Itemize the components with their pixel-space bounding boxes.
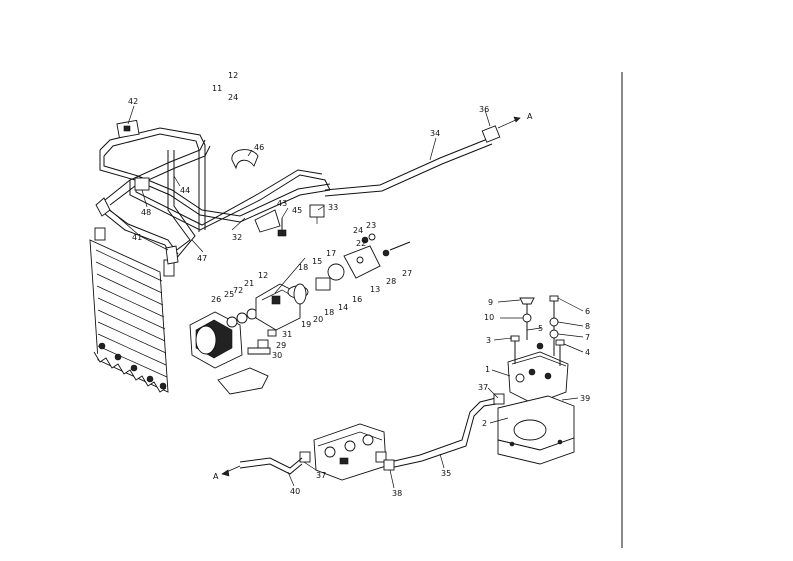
bolt-part — [277, 218, 287, 237]
label-30: 30 — [272, 351, 282, 360]
label-22: 22 — [356, 239, 366, 248]
label-3: 3 — [486, 336, 491, 345]
label-5: 5 — [538, 324, 543, 333]
label-48: 48 — [141, 208, 151, 217]
pipe-bundle — [99, 116, 521, 261]
label-2: 2 — [482, 419, 487, 428]
radiator-icon — [89, 227, 175, 393]
label-39: 39 — [580, 394, 590, 403]
label-13: 13 — [370, 285, 380, 294]
label-12b: 12 — [258, 271, 268, 280]
label-7: 7 — [585, 333, 590, 342]
label-27: 27 — [402, 269, 412, 278]
label-31: 31 — [282, 330, 292, 339]
label-29: 29 — [276, 341, 286, 350]
label-17: 17 — [326, 249, 336, 258]
hose-35 — [389, 397, 497, 463]
spring-part — [247, 347, 271, 355]
leader-lines — [109, 105, 584, 489]
clip-part — [231, 149, 259, 170]
label-35: 35 — [441, 469, 451, 478]
hose-40 — [239, 463, 303, 475]
elbow-fitting — [95, 197, 111, 217]
fitting-part — [383, 459, 395, 471]
seal-part — [267, 329, 277, 337]
label-36: 36 — [479, 105, 489, 114]
label-8: 8 — [585, 322, 590, 331]
relief-valve-parts — [293, 233, 411, 305]
label-15: 15 — [312, 257, 322, 266]
hose-40 — [239, 457, 303, 469]
label-45: 45 — [292, 206, 302, 215]
label-18b: 18 — [324, 308, 334, 317]
hose-35 — [389, 403, 497, 469]
arrow-head — [221, 469, 230, 477]
label-11: 11 — [212, 84, 222, 93]
label-18: 18 — [298, 263, 308, 272]
label-34: 34 — [430, 129, 440, 138]
label-46: 46 — [254, 143, 264, 152]
elbow-fitting — [165, 245, 179, 265]
fitting-part — [217, 367, 269, 395]
label-10: 10 — [484, 313, 494, 322]
label-47: 47 — [197, 254, 207, 263]
label-9: 9 — [488, 298, 493, 307]
label-32: 32 — [232, 233, 242, 242]
label-41: 41 — [132, 233, 142, 242]
label-40: 40 — [290, 487, 300, 496]
valve-block-icon — [497, 295, 575, 465]
label-4: 4 — [585, 348, 590, 357]
label-a: A — [527, 112, 533, 121]
label-24: 24 — [228, 93, 238, 102]
label-6: 6 — [585, 307, 590, 316]
label-19: 19 — [301, 320, 311, 329]
label-72: 72 — [233, 286, 243, 295]
label-42: 42 — [128, 97, 138, 106]
label-37: 37 — [478, 383, 488, 392]
label-38: 38 — [392, 489, 402, 498]
label-43: 43 — [277, 199, 287, 208]
control-valve-icon — [299, 423, 387, 481]
label-33: 33 — [328, 203, 338, 212]
label-16: 16 — [352, 295, 362, 304]
part-labels: 42 11 12 24 46 44 48 36 A 34 43 45 33 32… — [128, 71, 590, 498]
label-44: 44 — [180, 186, 190, 195]
fitting-part — [493, 393, 505, 405]
fitting-part — [134, 177, 150, 191]
label-24b: 24 — [353, 226, 363, 235]
valve-fitting — [309, 204, 325, 218]
label-26: 26 — [211, 295, 221, 304]
label-14: 14 — [338, 303, 348, 312]
seal-part — [257, 339, 269, 349]
label-12: 12 — [228, 71, 238, 80]
hydraulic-pump-icon — [189, 257, 309, 369]
label-20: 20 — [313, 315, 323, 324]
label-37b: 37 — [316, 471, 326, 480]
label-28: 28 — [386, 277, 396, 286]
label-25: 25 — [224, 290, 234, 299]
label-23: 23 — [366, 221, 376, 230]
label-a2: A — [213, 472, 219, 481]
label-21: 21 — [244, 279, 254, 288]
label-1: 1 — [485, 365, 490, 374]
bracket-part — [254, 209, 281, 233]
clamp-part — [116, 119, 140, 139]
